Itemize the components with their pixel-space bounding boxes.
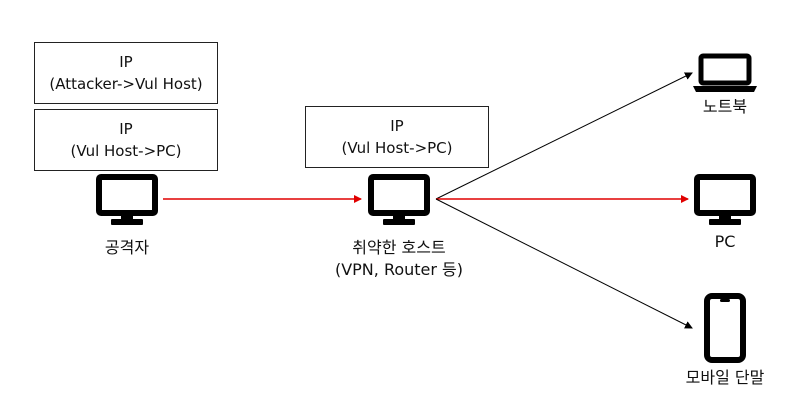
edge-host-to-mobile [435, 198, 693, 329]
laptop-icon [693, 53, 757, 92]
packet-outer-line1: IP [119, 53, 133, 71]
mobile-label: 모바일 단말 [685, 368, 765, 387]
packet-inner-header: IP (Vul Host->PC) [34, 109, 218, 171]
packet-outer-header: IP (Attacker->Vul Host) [34, 42, 218, 104]
edge-host-to-laptop [435, 72, 693, 200]
attacker-label: 공격자 [104, 238, 150, 257]
attacker-monitor-icon [96, 174, 158, 225]
packet-outer-line2: (Attacker->Vul Host) [49, 75, 203, 93]
pc-monitor-icon [694, 174, 756, 225]
packet-forwarded-header: IP (Vul Host->PC) [305, 106, 489, 168]
vulnerable-host-monitor-icon [368, 174, 430, 225]
vulnerable-host-label-line2: (VPN, Router 등) [334, 260, 464, 279]
vulnerable-host-label-line1: 취약한 호스트 [352, 238, 446, 257]
pc-label: PC [714, 232, 736, 251]
laptop-label: 노트북 [702, 97, 748, 116]
packet-inner-line2: (Vul Host->PC) [70, 142, 182, 160]
smartphone-icon [704, 293, 746, 363]
packet-forwarded-line1: IP [390, 117, 404, 135]
packet-inner-line1: IP [119, 120, 133, 138]
vulnerable-host-label: 취약한 호스트 (VPN, Router 등) [309, 237, 489, 281]
packet-forwarded-line2: (Vul Host->PC) [341, 139, 453, 157]
